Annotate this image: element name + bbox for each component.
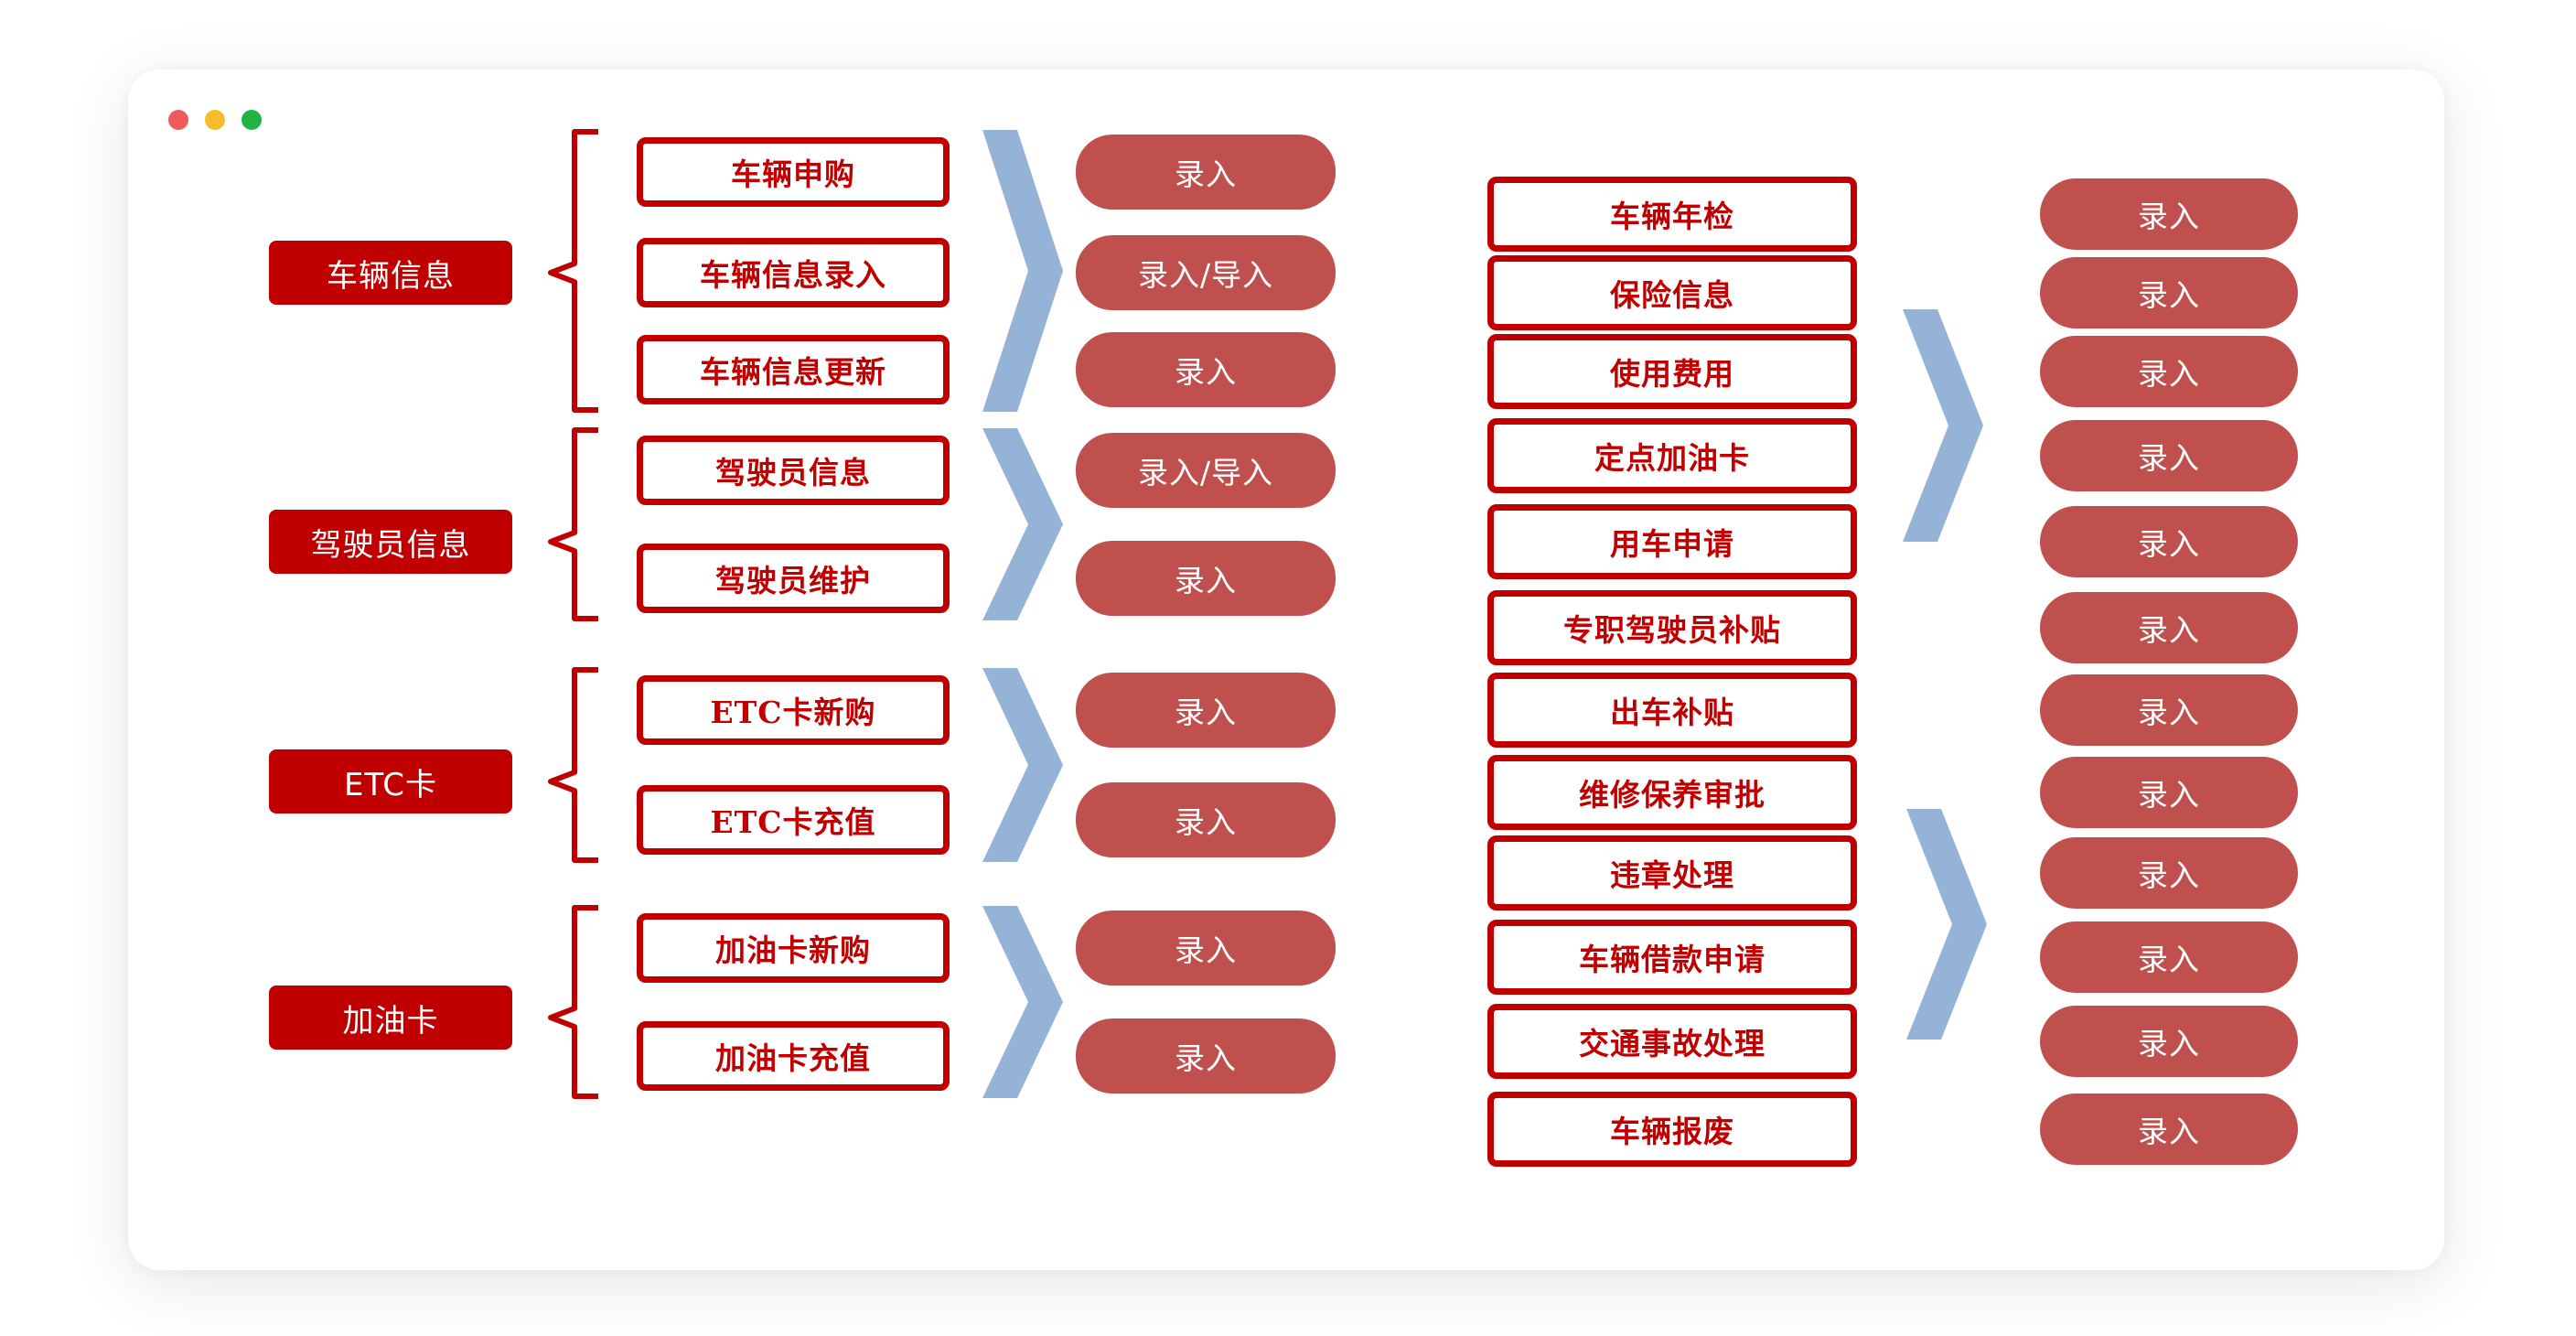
process-item: 使用费用 (1487, 334, 1857, 409)
process-item: 车辆信息更新 (637, 335, 950, 404)
process-item: 出车补贴 (1487, 673, 1857, 748)
action-button[interactable]: 录入 (2040, 420, 2298, 491)
action-button[interactable]: 录入 (2040, 757, 2298, 828)
action-button[interactable]: 录入 (2040, 837, 2298, 909)
action-button[interactable]: 录入 (1076, 910, 1336, 986)
category-label: 驾驶员信息 (269, 510, 512, 574)
process-item: ETC卡充值 (637, 785, 950, 855)
process-item: 定点加油卡 (1487, 418, 1857, 493)
action-button[interactable]: 录入 (2040, 592, 2298, 663)
action-button[interactable]: 录入 (2040, 1094, 2298, 1165)
window-close-icon[interactable] (168, 110, 188, 130)
process-item: ETC卡新购 (637, 675, 950, 745)
process-item: 维修保养审批 (1487, 755, 1857, 830)
process-diagram: 车辆信息车辆申购录入车辆信息录入录入/导入车辆信息更新录入驾驶员信息驾驶员信息录… (128, 70, 2444, 1270)
process-item: 驾驶员信息 (637, 436, 950, 505)
action-button[interactable]: 录入 (1076, 541, 1336, 616)
action-button[interactable]: 录入 (2040, 336, 2298, 407)
action-button[interactable]: 录入 (1076, 135, 1336, 210)
category-label: ETC卡 (269, 749, 512, 813)
process-item: 车辆年检 (1487, 177, 1857, 252)
process-item: 车辆借款申请 (1487, 920, 1857, 995)
action-button[interactable]: 录入 (2040, 1006, 2298, 1077)
flow-chevron-arrow (982, 130, 1063, 412)
process-item: 保险信息 (1487, 255, 1857, 330)
action-button[interactable]: 录入 (2040, 257, 2298, 329)
flow-chevron-arrow (1903, 309, 1983, 542)
flow-chevron-arrow (982, 906, 1063, 1098)
action-button[interactable]: 录入/导入 (1076, 235, 1336, 310)
action-button[interactable]: 录入/导入 (1076, 433, 1336, 508)
group-bracket (548, 427, 598, 621)
action-button[interactable]: 录入 (1076, 673, 1336, 748)
action-button[interactable]: 录入 (2040, 674, 2298, 746)
action-button[interactable]: 录入 (2040, 506, 2298, 577)
action-button[interactable]: 录入 (1076, 782, 1336, 857)
process-item: 加油卡充值 (637, 1021, 950, 1091)
action-button[interactable]: 录入 (2040, 178, 2298, 250)
process-item: 违章处理 (1487, 835, 1857, 910)
category-label: 加油卡 (269, 986, 512, 1050)
category-label: 车辆信息 (269, 241, 512, 305)
process-item: 交通事故处理 (1487, 1004, 1857, 1079)
process-item: 车辆申购 (637, 137, 950, 207)
process-item: 加油卡新购 (637, 913, 950, 983)
group-bracket (548, 905, 598, 1099)
process-item: 车辆报废 (1487, 1092, 1857, 1167)
action-button[interactable]: 录入 (1076, 1018, 1336, 1094)
action-button[interactable]: 录入 (1076, 332, 1336, 407)
app-window: 车辆信息车辆申购录入车辆信息录入录入/导入车辆信息更新录入驾驶员信息驾驶员信息录… (128, 70, 2444, 1270)
window-minimize-icon[interactable] (205, 110, 225, 130)
group-bracket (548, 667, 598, 863)
group-bracket (548, 129, 598, 413)
action-button[interactable]: 录入 (2040, 921, 2298, 993)
process-item: 车辆信息录入 (637, 238, 950, 307)
flow-chevron-arrow (982, 428, 1063, 620)
flow-chevron-arrow (1906, 809, 1987, 1040)
flow-chevron-arrow (982, 668, 1063, 862)
process-item: 专职驾驶员补贴 (1487, 590, 1857, 665)
process-item: 驾驶员维护 (637, 544, 950, 613)
process-item: 用车申请 (1487, 504, 1857, 579)
window-maximize-icon[interactable] (242, 110, 262, 130)
